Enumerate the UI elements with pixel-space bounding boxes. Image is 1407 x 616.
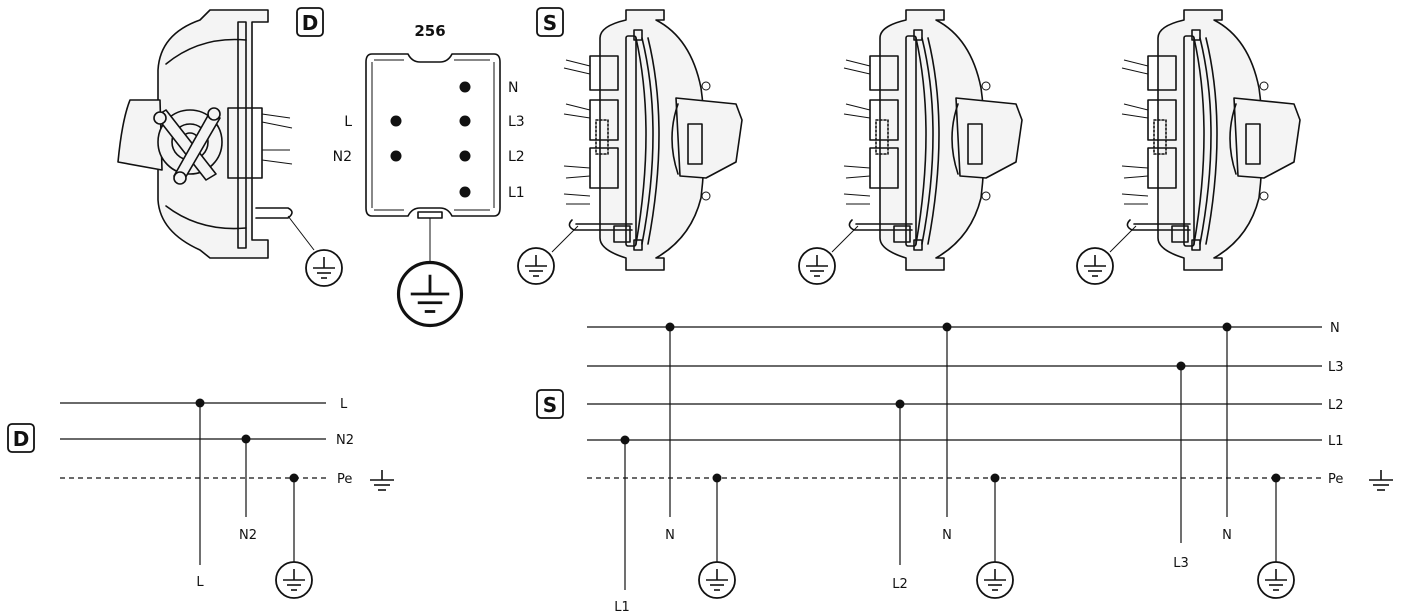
drop-label-N: N [942,528,952,543]
socket-label-L1: L1 [508,185,525,201]
line-label-L2: L2 [1328,398,1344,413]
line-label-L: L [340,397,348,412]
badge-s-bottom: S [536,389,564,419]
earth-symbol-icon [1369,470,1393,491]
earth-icon [275,561,313,599]
wiring-d: D L N2 Pe L N2 [7,397,394,599]
earth-icon [1257,561,1295,599]
switch-side-view-icon [843,9,1023,271]
earth-icon [305,249,343,287]
drop-label-L1: L1 [614,600,630,615]
drop-label-N: N [1222,528,1232,543]
socket-face: 256 L N2 N L3 L2 L1 [333,22,525,262]
line-label-L1: L1 [1328,434,1344,449]
earth-icon [976,561,1014,599]
socket-label-L: L [344,114,352,130]
badge-d-top: D [296,7,324,37]
socket-label-L2: L2 [508,149,525,165]
switch-front-view-icon [117,9,315,259]
line-label-Pe: Pe [1328,472,1343,487]
drop-label-L3: L3 [1173,556,1189,571]
socket-title: 256 [414,22,445,40]
svg-text:S: S [543,393,557,417]
earth-symbol-icon [370,470,394,491]
earth-icon [698,561,736,599]
line-label-L3: L3 [1328,360,1344,375]
earth-icon-large [396,260,464,328]
switch-side-view-icon [1121,9,1301,271]
drop-label-N2: N2 [239,528,257,543]
earth-icon [517,247,555,285]
drop-label-L2: L2 [892,577,908,592]
socket-label-N: N [508,80,518,96]
badge-s-top: S [536,7,564,37]
line-label-N2: N2 [336,433,354,448]
wiring-s: S N L3 L2 L1 Pe L1 N L2 [536,321,1393,615]
badge-d-bottom: D [7,423,35,453]
line-label-Pe: Pe [337,472,352,487]
svg-text:D: D [302,11,319,35]
socket-label-L3: L3 [508,114,525,130]
switch-side-view-icon [563,9,743,271]
socket-label-N2: N2 [333,149,352,165]
earth-icon [1076,247,1114,285]
earth-icon [798,247,836,285]
line-label-N: N [1330,321,1340,336]
drop-label-L: L [196,575,204,590]
svg-text:S: S [543,11,557,35]
drop-label-N: N [665,528,675,543]
svg-text:D: D [13,427,30,451]
